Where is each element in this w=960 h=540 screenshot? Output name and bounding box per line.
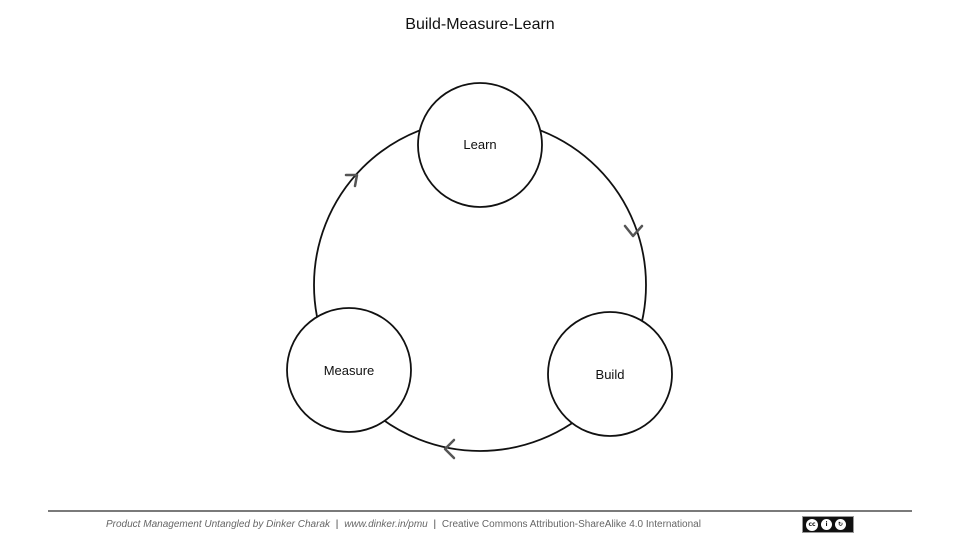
footer-url-link[interactable]: www.dinker.in/pmu bbox=[344, 519, 428, 530]
node-learn-label: Learn bbox=[463, 137, 496, 152]
node-build-label: Build bbox=[596, 367, 625, 382]
attribution-icon: i bbox=[821, 519, 832, 530]
cc-license-badge[interactable]: cc i ↻ bbox=[802, 516, 854, 533]
footer-separator: | bbox=[433, 519, 437, 530]
arrow-build-to-measure-icon bbox=[443, 438, 456, 460]
share-alike-icon: ↻ bbox=[835, 519, 846, 530]
footer-license: Creative Commons Attribution-ShareAlike … bbox=[441, 519, 701, 530]
footer-book-credit: Product Management Untangled by Dinker C… bbox=[106, 519, 331, 530]
footer-credits: Product Management Untangled by Dinker C… bbox=[106, 518, 701, 532]
footer-divider bbox=[48, 510, 912, 512]
footer-separator: | bbox=[335, 519, 339, 530]
arrow-measure-to-learn-icon bbox=[344, 173, 359, 188]
node-learn: Learn bbox=[417, 82, 543, 208]
build-measure-learn-diagram: Learn Build Measure bbox=[286, 82, 673, 460]
arrow-learn-to-build-icon bbox=[623, 224, 644, 238]
node-measure: Measure bbox=[286, 307, 412, 433]
diagram-title: Build-Measure-Learn bbox=[405, 16, 555, 33]
node-measure-label: Measure bbox=[324, 363, 375, 378]
node-build: Build bbox=[547, 311, 673, 437]
cc-icon: cc bbox=[806, 518, 818, 531]
